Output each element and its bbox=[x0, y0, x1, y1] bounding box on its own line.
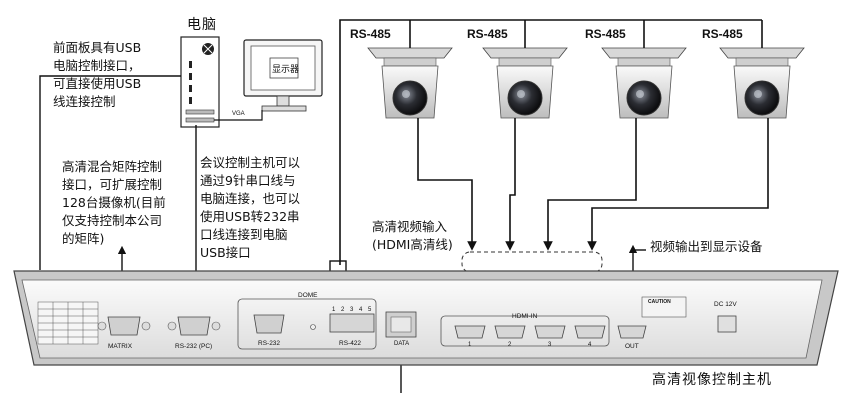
hdmi-group-box bbox=[461, 251, 603, 273]
out-port-label: OUT bbox=[625, 343, 639, 350]
camera-2 bbox=[482, 47, 568, 119]
hdmi-num-4: 4 bbox=[588, 342, 592, 348]
rs422-terminal-block bbox=[329, 313, 375, 333]
pc-tower bbox=[180, 36, 220, 128]
dome-label: DOME bbox=[298, 292, 318, 299]
serial-note: 会议控制主机可以 通过9针串口线与 电脑连接，也可以 使用USB转232串 口线… bbox=[200, 155, 301, 260]
camera-3 bbox=[601, 47, 687, 119]
dome-pin-1: 1 bbox=[332, 307, 336, 313]
monitor-label: 显示器 bbox=[272, 64, 299, 74]
usb-cable-line bbox=[39, 75, 135, 270]
matrix-note: 高清混合矩阵控制 接口，可扩展控制 128台摄像机(目前 仅支持控制本公司 的矩… bbox=[62, 159, 166, 246]
rs485-label-3: RS-485 bbox=[585, 27, 626, 41]
dome-pin-3: 3 bbox=[350, 307, 354, 313]
caution-label: CAUTION bbox=[648, 299, 671, 305]
rs422-label: RS-422 bbox=[339, 340, 361, 347]
dome-pin-2: 2 bbox=[341, 307, 345, 313]
hdmi-port-numbers: 1 2 3 4 bbox=[468, 342, 592, 348]
rs232-pc-port bbox=[167, 316, 221, 336]
dc-label: DC 12V bbox=[714, 301, 737, 308]
rs232-pc-port-label: RS-232 (PC) bbox=[175, 343, 212, 350]
data-port-label: DATA bbox=[394, 341, 409, 347]
hdmi-ports bbox=[454, 325, 606, 339]
dome-pin-5: 5 bbox=[368, 307, 372, 313]
dome-pin-4: 4 bbox=[359, 307, 363, 313]
rs485-label-4: RS-485 bbox=[702, 27, 743, 41]
rs485-label-1: RS-485 bbox=[350, 27, 391, 41]
spec-table bbox=[37, 301, 99, 345]
dome-box bbox=[237, 298, 377, 350]
host-title: 高清视像控制主机 bbox=[652, 372, 772, 388]
hdmi-in-box bbox=[440, 315, 610, 347]
rs485-bus bbox=[339, 19, 763, 265]
hdmi-in-label: HDMI-IN bbox=[512, 313, 538, 320]
dc-jack bbox=[717, 315, 737, 333]
hdmi-num-3: 3 bbox=[548, 342, 552, 348]
hdmi-num-2: 2 bbox=[508, 342, 512, 348]
pc-label: 电脑 bbox=[187, 17, 217, 33]
video-out-note: 视频输出到显示设备 bbox=[650, 239, 763, 254]
out-port bbox=[617, 325, 647, 339]
host-panel bbox=[13, 270, 839, 366]
matrix-port bbox=[97, 316, 151, 336]
hdmi-cables bbox=[417, 118, 769, 251]
dome-rs232-label: RS-232 bbox=[258, 340, 280, 347]
dome-rs232-port bbox=[253, 314, 285, 334]
dome-indicator bbox=[310, 324, 316, 330]
camera-4 bbox=[719, 47, 805, 119]
monitor bbox=[243, 39, 323, 112]
vga-label: VGA bbox=[232, 111, 245, 117]
matrix-port-label: MATRIX bbox=[108, 343, 133, 350]
hdmi-input-note: 高清视频输入 (HDMI高清线) bbox=[372, 219, 453, 252]
camera-1 bbox=[367, 47, 453, 119]
rs485-label-2: RS-485 bbox=[467, 27, 508, 41]
caution-sticker bbox=[641, 296, 687, 318]
usb-note: 前面板具有USB 电脑控制接口， 可直接使用USB 线连接控制 bbox=[53, 40, 142, 109]
hdmi-num-1: 1 bbox=[468, 342, 472, 348]
vga-cable bbox=[214, 110, 263, 121]
dome-pin-labels: 1 2 3 4 5 bbox=[332, 307, 372, 313]
